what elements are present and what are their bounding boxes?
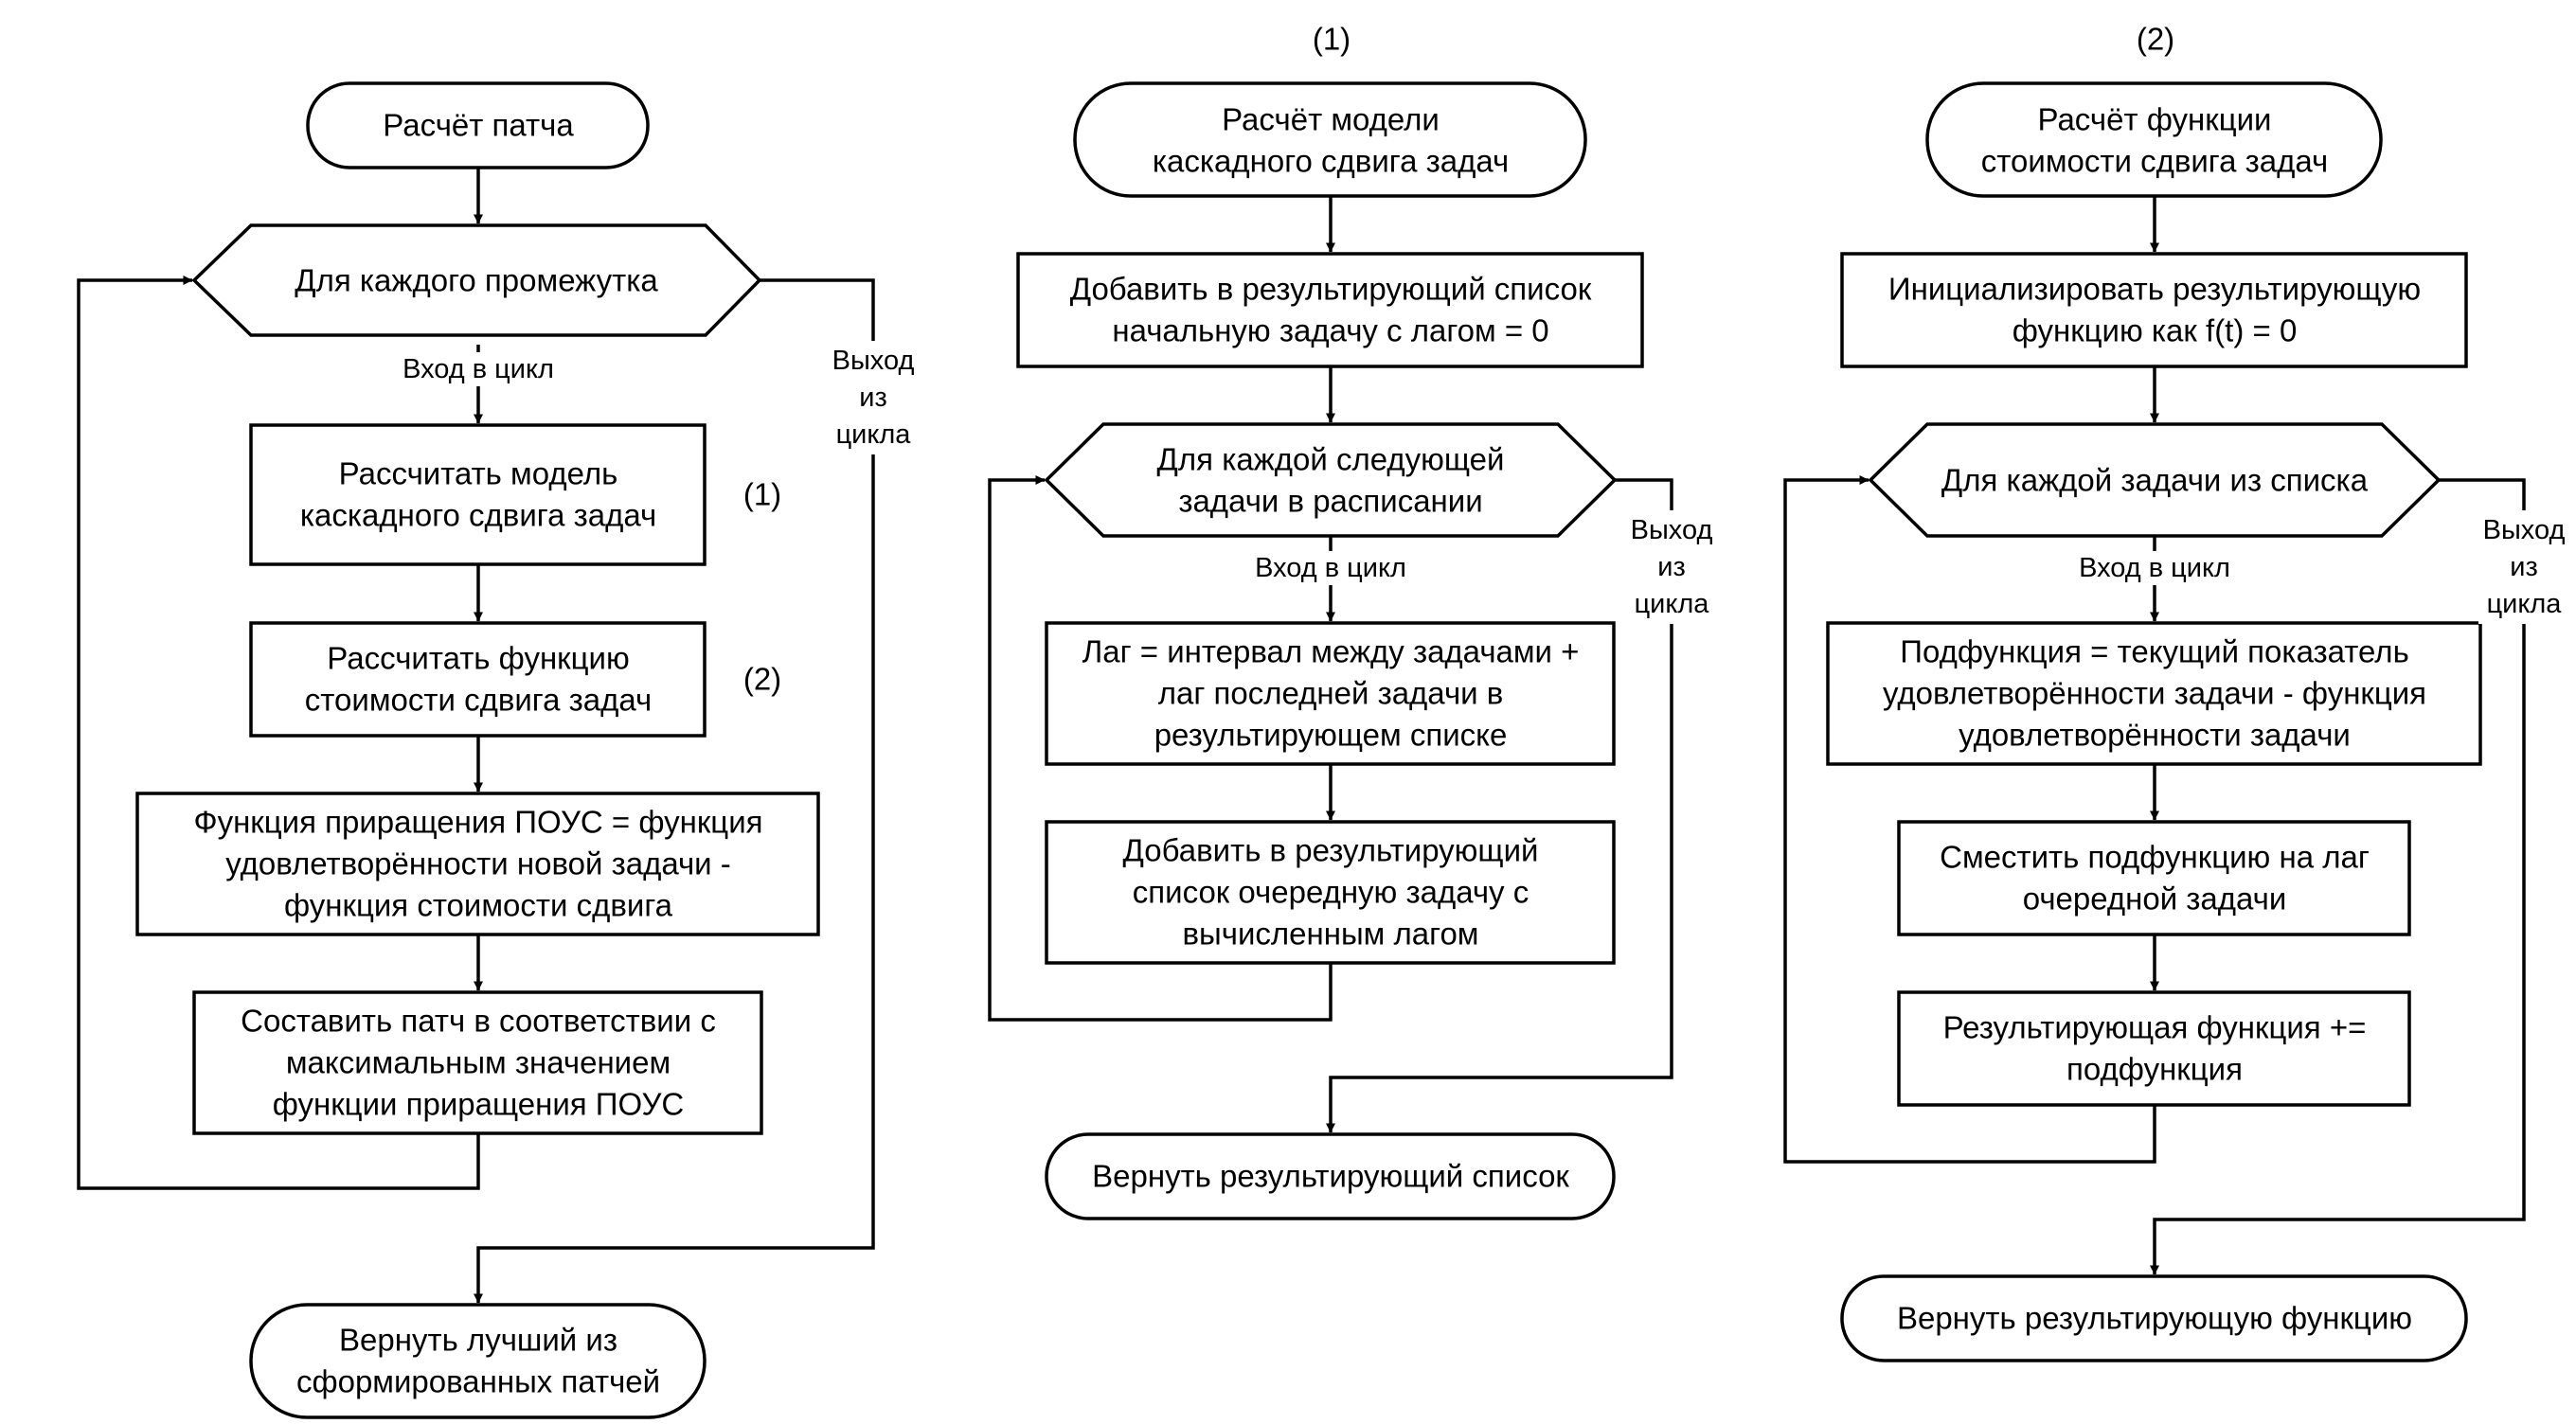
patch-increment-line-2: удовлетворённости новой задачи - [225, 846, 731, 881]
cost-init-line-2: функцию как f(t) = 0 [2012, 313, 2298, 348]
patch-loop-hexagon [191, 223, 762, 337]
patch-enter-label-bg [384, 352, 573, 386]
cost-shift-box [1897, 820, 2411, 936]
edge-labels: Вход в цикл Выход из цикла [384, 341, 919, 454]
patch-compose-line-3: функции приращения ПОУС [273, 1087, 685, 1122]
patch-loop-enter-label: Вход в цикл [402, 354, 554, 384]
patch-compose-box [192, 990, 763, 1135]
edges [1783, 196, 2526, 1275]
edge-labels: Вход в цикл Выход из цикла [1236, 510, 1717, 624]
patch-calc-cost-box [249, 621, 707, 738]
patch-end-line-2: сформированных патчей [296, 1364, 660, 1399]
cascade-append-line-2: список очередную задачу с [1133, 875, 1529, 910]
cost-shift-line-2: очередной задачи [2023, 881, 2287, 917]
cascade-loop-enter-label: Вход в цикл [1255, 553, 1406, 583]
patch-start-line-1: Расчёт патча [383, 108, 574, 143]
cost-sub-line-2: удовлетворённости задачи - функция [1883, 676, 2426, 711]
cost-sub-line-1: Подфункция = текущий показатель [1900, 634, 2409, 669]
cascade-end-terminator [1045, 1132, 1616, 1220]
patch-increment-line-3: функция стоимости сдвига [284, 888, 673, 923]
edge-loop-exit [2150, 478, 2526, 1275]
edge-loop-exit [1326, 478, 1673, 1133]
cost-accumulate-line-2: подфункция [2066, 1052, 2243, 1087]
patch-increment-line-1: Функция приращения ПОУС = функция [193, 805, 762, 840]
flowchart-cascade-shift-model: (1) Расчёт модели каскадного сдвига зада… [988, 22, 1717, 1220]
patch-compose-line-2: максимальным значением [286, 1045, 671, 1080]
patch-compose-line-1: Составить патч в соответствии с [241, 1004, 716, 1039]
patch-calc-model-line-2: каскадного сдвига задач [300, 498, 656, 533]
edge-loop-back [1783, 475, 2156, 1164]
cost-end-terminator [1840, 1274, 2468, 1362]
cascade-lag-line-3: результирующем списке [1154, 718, 1508, 753]
cascade-append-box [1045, 820, 1616, 965]
cascade-start-line-1: Расчёт модели [1222, 102, 1440, 137]
cascade-header: (1) [1313, 22, 1351, 57]
patch-calc-model-line-1: Рассчитать модель [339, 456, 618, 491]
patch-calc-cost-ref: (2) [743, 662, 781, 697]
edge-loop-back [988, 475, 1333, 1022]
cascade-loop-hexagon [1044, 422, 1618, 538]
cascade-append-line-3: вычисленным лагом [1183, 917, 1479, 952]
cascade-lag-box [1045, 621, 1616, 766]
cost-accumulate-line-1: Результирующая функция += [1943, 1010, 2367, 1045]
cost-init-box [1840, 252, 2468, 368]
cost-loop-exit-label-2: из [2510, 552, 2538, 582]
patch-loop-line-1: Для каждого промежутка [295, 263, 658, 298]
cascade-loop-line-1: Для каждой следующей [1157, 442, 1505, 477]
cascade-lag-line-2: лаг последней задачи в [1158, 676, 1504, 711]
cascade-loop-exit-label-1: Выход [1631, 515, 1713, 545]
edge-labels: Вход в цикл Выход из цикла [2060, 510, 2569, 624]
cascade-loop-line-2: задачи в расписании [1178, 484, 1482, 519]
patch-loop-exit-label-1: Выход [832, 346, 915, 376]
cost-loop-line-1: Для каждой задачи из списка [1941, 463, 2369, 498]
cost-start-terminator [1925, 81, 2383, 198]
patch-calc-model-ref: (1) [743, 477, 781, 512]
patch-start-terminator [306, 81, 650, 169]
cascade-init-line-2: начальную задачу с лагом = 0 [1112, 313, 1548, 348]
cost-init-line-1: Инициализировать результирующую [1888, 272, 2421, 307]
cost-sub-box [1826, 621, 2482, 766]
patch-increment-box [135, 792, 820, 936]
cascade-start-line-2: каскадного сдвига задач [1153, 144, 1509, 179]
nodes: Расчёт патча Для каждого промежутка Расс… [135, 81, 820, 1419]
cost-shift-line-1: Сместить подфункцию на лаг [1940, 840, 2370, 875]
cost-loop-exit-label-1: Выход [2483, 515, 2566, 545]
flowchart-shift-cost-function: (2) Расчёт функции стоимости сдвига зада… [1783, 22, 2569, 1362]
cascade-append-line-1: Добавить в результирующий [1123, 833, 1539, 868]
cost-accumulate-box [1897, 990, 2411, 1107]
cascade-enter-label-bg [1236, 551, 1425, 585]
cost-sub-line-3: удовлетворённости задачи [1959, 718, 2351, 753]
patch-loop-exit-label-2: из [859, 383, 887, 413]
cost-start-line-2: стоимости сдвига задач [1981, 144, 2328, 179]
cost-end-line-1: Вернуть результирующую функцию [1897, 1301, 2412, 1336]
cost-loop-hexagon [1868, 422, 2442, 538]
patch-calc-model-box [249, 423, 707, 566]
cascade-loop-exit-label-3: цикла [1635, 589, 1710, 619]
cascade-start-terminator [1073, 81, 1587, 198]
cost-loop-enter-label: Вход в цикл [2079, 553, 2230, 583]
flowchart-patch-calculation: Расчёт патча Для каждого промежутка Расс… [77, 81, 919, 1419]
nodes: Расчёт функции стоимости сдвига задач Ин… [1826, 81, 2482, 1362]
edge-loop-back [77, 276, 480, 1190]
edge-loop-exit [474, 278, 875, 1304]
cascade-exit-label-bg [1626, 510, 1717, 624]
patch-calc-cost-line-2: стоимости сдвига задач [305, 683, 652, 718]
cost-enter-label-bg [2060, 551, 2249, 585]
patch-calc-cost-line-1: Рассчитать функцию [327, 641, 629, 676]
cascade-init-line-1: Добавить в результирующий список [1070, 272, 1592, 307]
cost-header: (2) [2137, 22, 2174, 57]
patch-loop-exit-label-3: цикла [836, 419, 912, 450]
cost-start-line-1: Расчёт функции [2038, 102, 2272, 137]
cascade-init-box [1016, 252, 1644, 368]
cascade-lag-line-1: Лаг = интервал между задачами + [1082, 634, 1580, 669]
cost-exit-label-bg [2478, 510, 2569, 624]
cascade-end-line-1: Вернуть результирующий список [1092, 1159, 1569, 1194]
cost-loop-exit-label-3: цикла [2487, 589, 2563, 619]
patch-exit-label-bg [828, 341, 919, 454]
patch-end-terminator [249, 1303, 707, 1419]
cascade-loop-exit-label-2: из [1657, 552, 1686, 582]
patch-end-line-1: Вернуть лучший из [339, 1323, 617, 1358]
nodes: Расчёт модели каскадного сдвига задач До… [1016, 81, 1644, 1220]
